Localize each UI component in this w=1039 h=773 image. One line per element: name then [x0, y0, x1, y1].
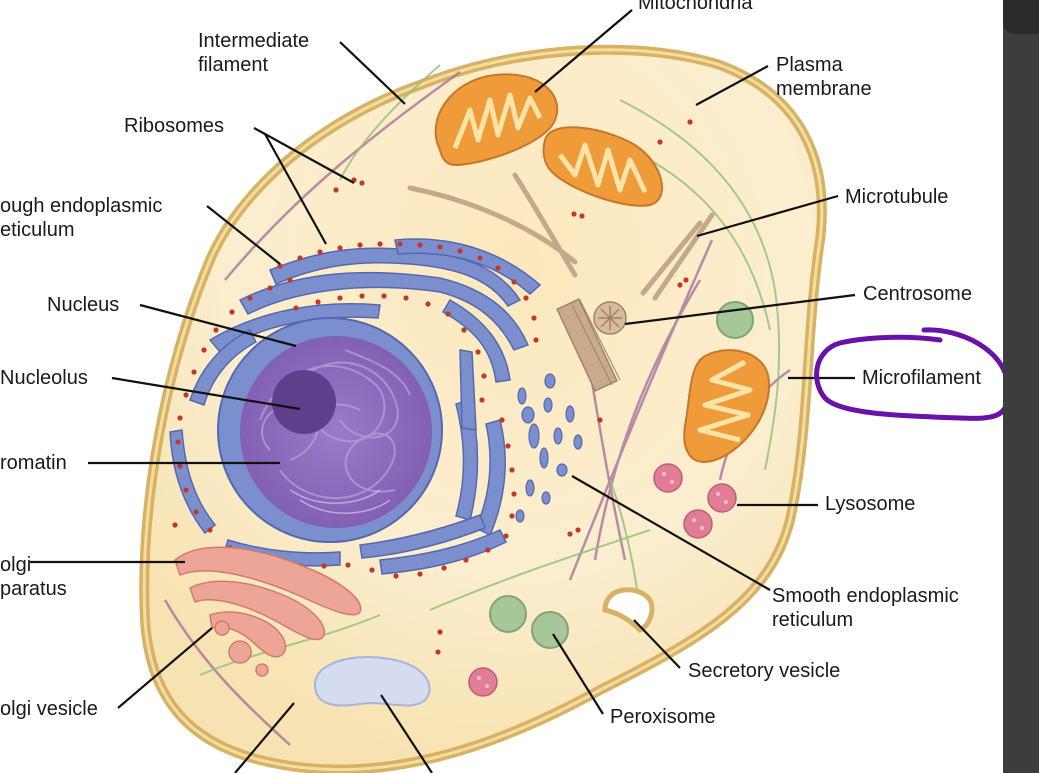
- centrosome-shape: [556, 298, 627, 392]
- mitochondrion-1: [434, 73, 559, 167]
- mitochondrion-2: [542, 126, 663, 207]
- label-intermediate-filament: Intermediate filament: [198, 30, 310, 76]
- viewer-side-bar: [1003, 0, 1039, 773]
- label-golgi-vesicle: olgi vesicle: [0, 698, 98, 720]
- label-microfilament: Microfilament: [862, 367, 981, 389]
- nucleus-shape: [217, 317, 443, 543]
- label-golgi-apparatus: olgi paratus: [0, 554, 67, 600]
- leader-lines: [30, 9, 856, 773]
- label-plasma-membrane: Plasma membrane: [776, 54, 872, 100]
- golgi-apparatus-shape: [174, 546, 362, 677]
- label-ribosomes: Ribosomes: [124, 115, 225, 137]
- secretory-vesicle-shape: [602, 587, 655, 634]
- viewer-side-bar-top: [1003, 0, 1039, 34]
- label-lysosome: Lysosome: [825, 493, 916, 515]
- label-smooth-er: Smooth endoplasmic reticulum: [772, 585, 959, 631]
- label-rough-er: ough endoplasmic eticulum: [0, 195, 163, 241]
- mitochondrion-3: [683, 349, 771, 463]
- label-centrosome: Centrosome: [863, 283, 972, 305]
- label-nucleus: Nucleus: [47, 294, 120, 316]
- smooth-er-shape: [515, 373, 583, 523]
- microfilaments: [199, 64, 781, 676]
- label-microtubule: Microtubule: [845, 186, 949, 208]
- label-nucleolus: Nucleolus: [0, 367, 88, 389]
- label-peroxisome: Peroxisome: [610, 706, 716, 728]
- lysosome-shapes: [468, 463, 737, 697]
- microtubules: [407, 172, 715, 301]
- label-secretory-vesicle: Secretory vesicle: [688, 660, 841, 682]
- peroxisome-shapes: [489, 301, 754, 649]
- large-vesicle-shape: [313, 656, 431, 707]
- highlight-annotation-shape: [814, 327, 1011, 421]
- label-chromatin: romatin: [0, 452, 67, 474]
- label-mitochondria: Mitochondria: [638, 0, 753, 14]
- rough-er-shape: [169, 238, 542, 575]
